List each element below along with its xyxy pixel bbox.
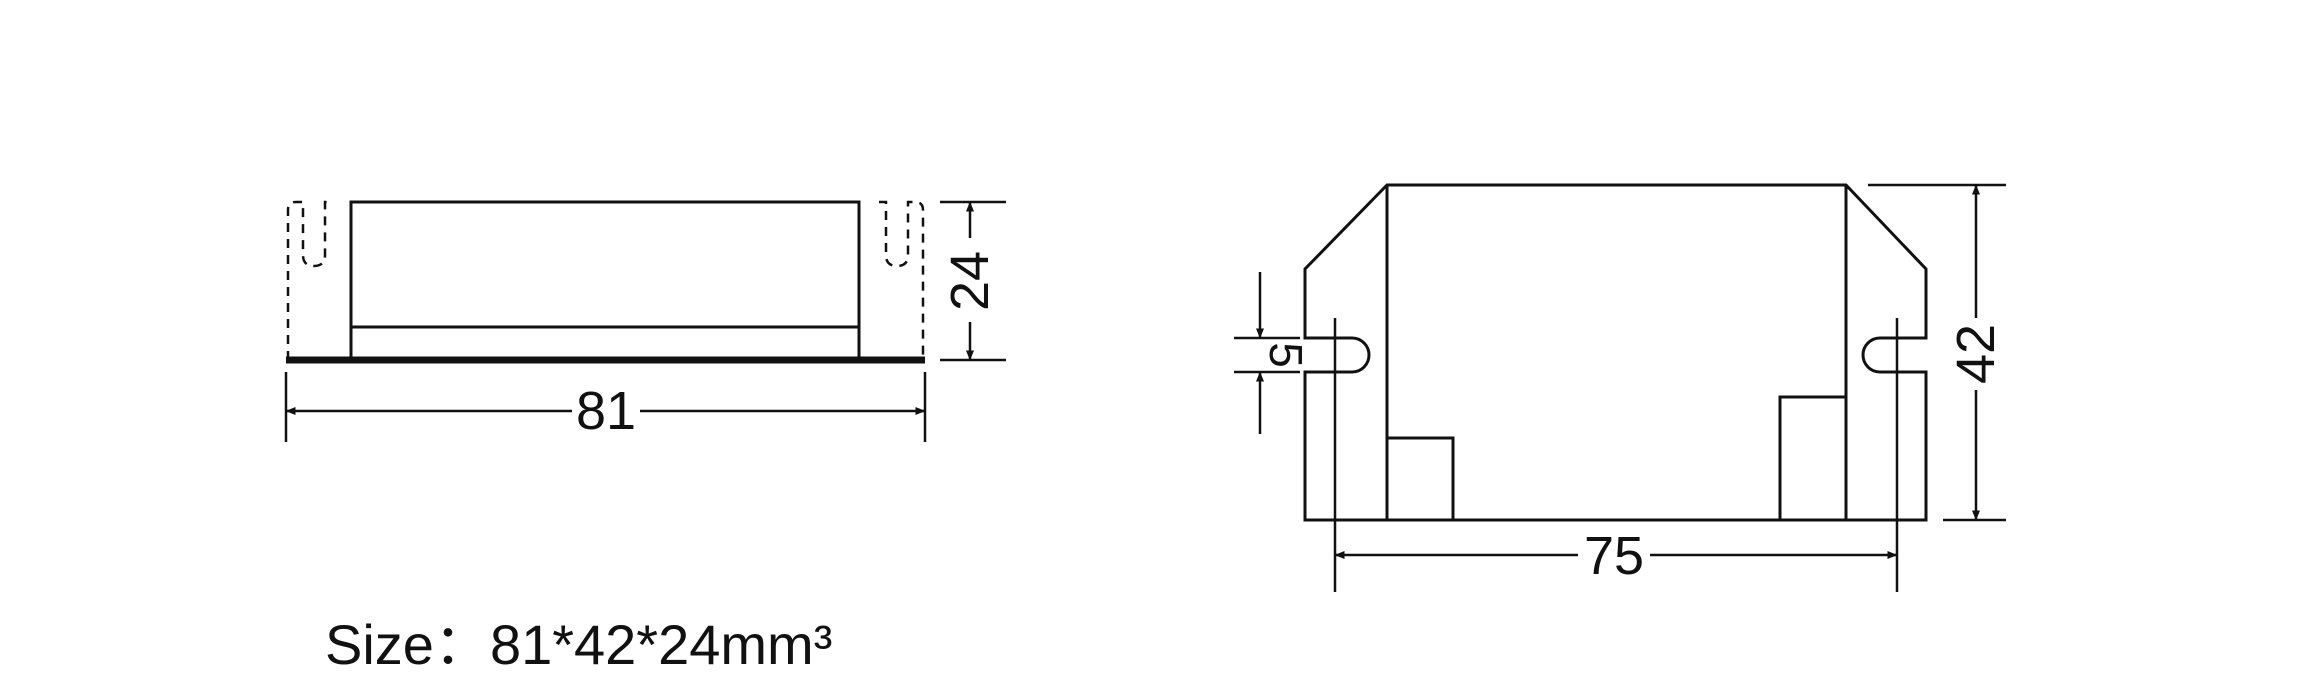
top-outline: [1303, 183, 1928, 522]
side-body: [349, 200, 861, 362]
dim-75-label: 75: [1584, 526, 1644, 586]
side-right-tab: [879, 200, 925, 360]
top-block-right: [1778, 395, 1848, 522]
size-caption-label: Size：: [325, 613, 490, 676]
size-caption: Size：81*42*24mm³: [325, 600, 832, 681]
dim-24-label: 24: [940, 251, 1000, 311]
side-left-tab: [286, 200, 332, 360]
top-block-left: [1385, 436, 1455, 522]
side-view: [284, 200, 1006, 442]
dim-42-label: 42: [1946, 324, 2006, 384]
top-view: [1234, 183, 2006, 592]
dim-81-label: 81: [576, 381, 636, 441]
size-caption-value: 81*42*24mm³: [489, 613, 833, 676]
dim-5-label: 5: [1260, 342, 1312, 368]
